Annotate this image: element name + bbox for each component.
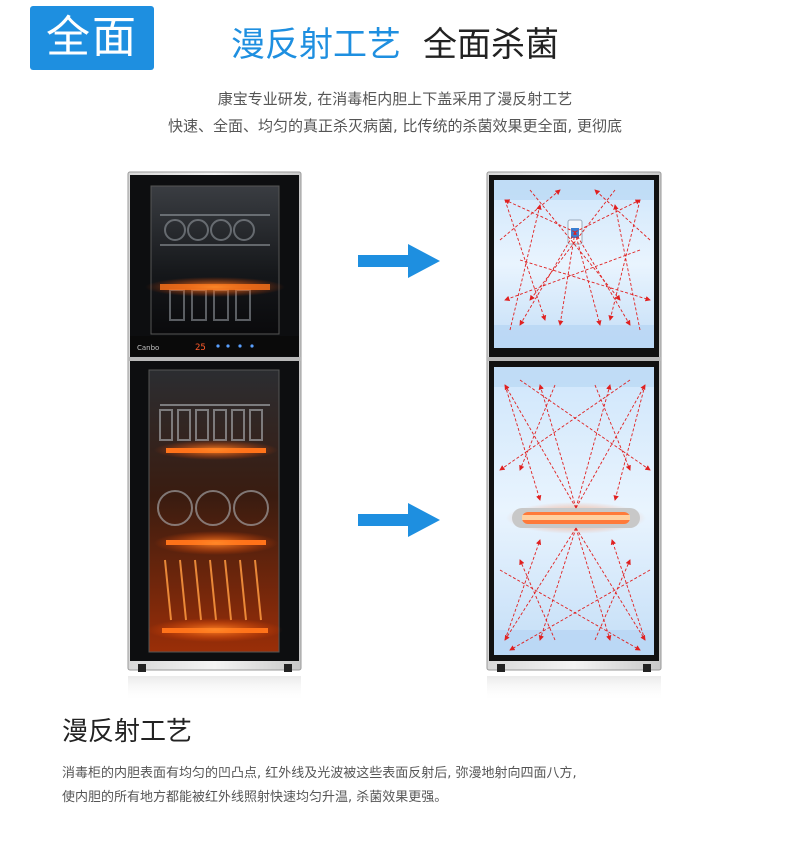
cabinet-brand-label: Canbo [137,344,159,352]
cabinet-diagram [486,171,662,700]
headline-dark-text: 全面杀菌 [423,25,559,65]
intro-line-1: 康宝专业研发, 在消毒柜内胆上下盖采用了漫反射工艺 [217,90,573,108]
section-title: 漫反射工艺 [62,717,193,747]
headline-blue-text: 漫反射工艺 [231,25,401,65]
cabinet-display: 25 [195,343,206,353]
intro-line-2: 快速、全面、均匀的真正杀灭病菌, 比传统的杀菌效果更全面, 更彻底 [167,117,623,135]
desc-line-1: 消毒柜的内胆表面有均匀的凹凸点, 红外线及光波被这些表面反射后, 弥漫地射向四面… [62,766,577,781]
right-arrow-icon [358,503,440,537]
cabinet-real: Canbo 25 [127,171,302,700]
right-arrow-icon [358,244,440,278]
intro-text: 康宝专业研发, 在消毒柜内胆上下盖采用了漫反射工艺 快速、全面、均匀的真正杀灭病… [0,86,790,140]
heater-tube-icon [506,502,646,534]
desc-line-2: 使内胆的所有地方都能被红外线照射快速均匀升温, 杀菌效果更强。 [62,790,448,805]
page-headline: 漫反射工艺全面杀菌 [0,20,790,70]
section-description: 消毒柜的内胆表面有均匀的凹凸点, 红外线及光波被这些表面反射后, 弥漫地射向四面… [62,762,577,810]
feature-badge: 全面 [30,6,154,70]
product-illustration: Canbo 25 [127,171,662,700]
